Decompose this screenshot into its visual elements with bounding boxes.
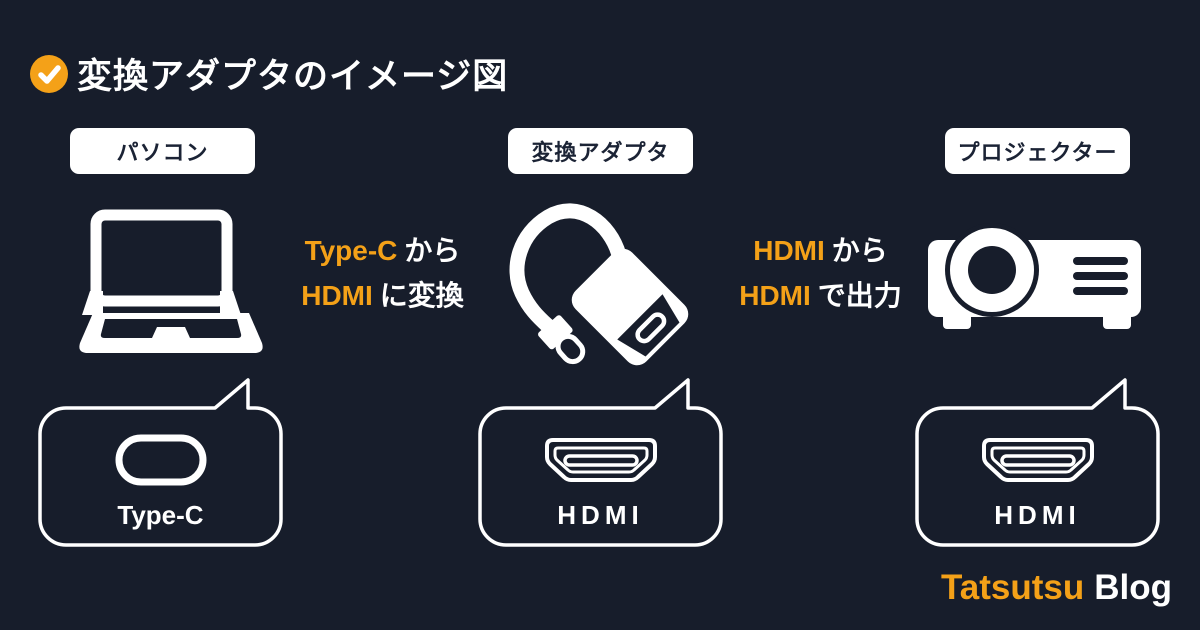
- port-bubble-typec: Type-C: [38, 378, 288, 553]
- usb-c-to-hdmi-adapter-icon: [509, 203, 689, 366]
- usb-type-c-port-icon: [115, 434, 207, 486]
- speech-bubble-outline: [915, 378, 1160, 547]
- port-label: Type-C: [117, 500, 204, 530]
- port-bubble-hdmi-projector: HDMI: [915, 378, 1165, 553]
- laptop-icon: [79, 209, 263, 353]
- header: 変換アダプタのイメージ図: [30, 48, 508, 99]
- brand-rest: Blog: [1094, 568, 1172, 607]
- speech-bubble-outline: [478, 378, 723, 547]
- projector-icon: [928, 223, 1141, 329]
- device-label-adapter: 変換アダプタ: [508, 128, 693, 174]
- hdmi-port-icon: [545, 438, 657, 482]
- port-label: HDMI: [994, 500, 1081, 530]
- brand-accent: Tatsutsu: [940, 568, 1085, 607]
- device-label-projector: プロジェクター: [945, 128, 1130, 174]
- hdmi-port-icon: [982, 438, 1094, 482]
- page-title: 変換アダプタのイメージ図: [77, 57, 509, 96]
- check-circle-icon: [30, 54, 68, 93]
- port-label: HDMI: [557, 500, 644, 530]
- speech-bubble-outline: [38, 378, 283, 547]
- port-bubble-hdmi-adapter: HDMI: [478, 378, 728, 553]
- device-label-pc: パソコン: [70, 128, 255, 174]
